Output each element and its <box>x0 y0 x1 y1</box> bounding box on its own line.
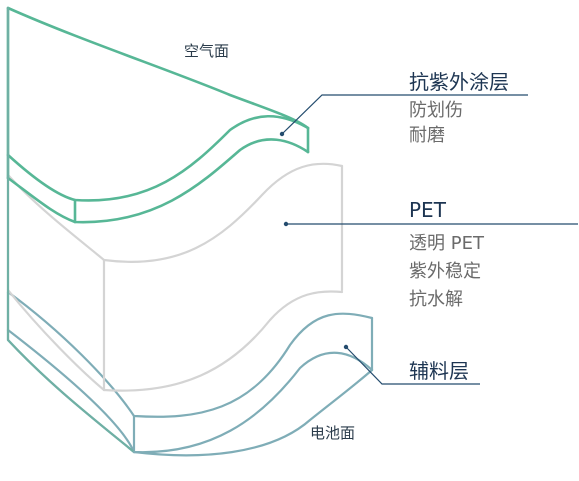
uv-coating-layer-shape <box>6 6 310 224</box>
callout-lines <box>279 94 578 385</box>
top-face-label: 空气面 <box>184 42 230 60</box>
auxiliary-layer-shape <box>6 290 374 454</box>
pet-callout-dot <box>283 221 289 227</box>
aux-callout-dot <box>343 344 349 350</box>
auxiliary-title: 辅料层 <box>409 359 469 383</box>
pet-feature-3: 抗水解 <box>409 289 463 310</box>
pet-feature-1: 透明 PET <box>409 233 484 254</box>
uv-callout-line <box>281 94 528 135</box>
aux-callout-line <box>345 346 480 385</box>
uv-coating-feature-1: 防划伤 <box>409 100 463 121</box>
pet-feature-2: 紫外稳定 <box>409 261 481 282</box>
pet-title: PET <box>409 198 446 222</box>
uv-coating-feature-2: 耐磨 <box>409 125 445 146</box>
uv-coating-title: 抗紫外涂层 <box>409 70 509 94</box>
uv-callout-dot <box>279 131 285 137</box>
left-edge-shape <box>6 6 374 457</box>
bottom-face-label: 电池面 <box>310 424 356 442</box>
